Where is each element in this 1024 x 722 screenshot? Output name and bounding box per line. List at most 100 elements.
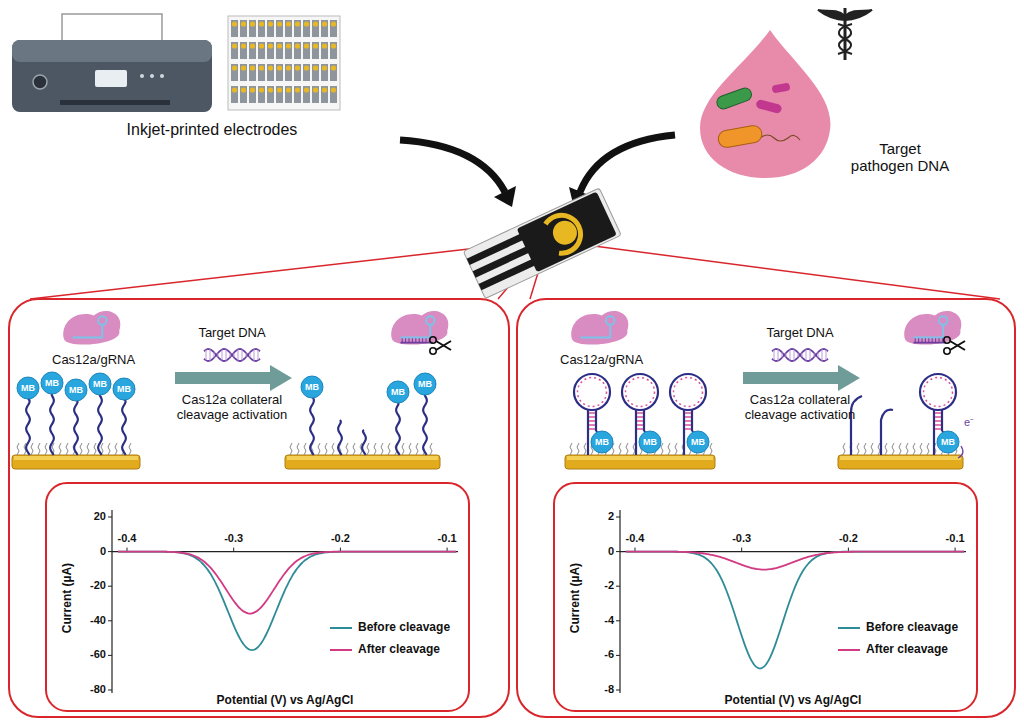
legend-label: Before cleavage	[358, 621, 450, 635]
y-tick	[108, 586, 112, 587]
mini-electrode	[267, 86, 274, 103]
dna-rung	[222, 350, 223, 361]
tag-label: MB	[413, 378, 437, 391]
spacer-molecule	[332, 443, 334, 455]
base-pair	[935, 412, 941, 414]
cleaved-hairpin	[851, 396, 862, 455]
dna-rung	[234, 353, 235, 358]
y-axis	[619, 510, 620, 693]
mini-electrode	[330, 42, 337, 59]
printer-button	[33, 75, 47, 89]
printer-slot	[60, 100, 170, 105]
tick-label: -40	[72, 614, 106, 627]
mini-electrode-pad	[277, 65, 282, 70]
base-pair	[935, 416, 941, 418]
dna-rung	[818, 352, 819, 357]
mini-electrode-pad	[295, 21, 300, 26]
spacer-molecule	[388, 443, 390, 455]
spacer-molecule	[325, 443, 327, 455]
chip-substrate	[463, 188, 621, 299]
gold-electrode	[565, 455, 715, 469]
cas12a-protein	[63, 311, 120, 345]
dna-rung	[786, 353, 787, 357]
dna-rung	[214, 352, 215, 357]
mini-electrode-pad	[295, 43, 300, 48]
spacer-molecule	[115, 443, 117, 455]
mini-electrode-pad	[232, 21, 237, 26]
spacer-molecule	[584, 443, 586, 455]
scissor-blade	[950, 341, 965, 350]
legend-line-sample	[838, 627, 860, 629]
base-pair	[685, 420, 691, 422]
mini-electrode-pad	[277, 43, 282, 48]
spacer-molecule	[906, 443, 908, 455]
mini-electrode-pad	[241, 21, 246, 26]
hairpin-stem	[587, 410, 589, 456]
mini-electrode-pad	[241, 65, 246, 70]
mini-electrode	[267, 20, 274, 37]
spacer-molecule	[367, 443, 369, 455]
mini-electrode-pad	[241, 87, 246, 92]
legend-line-sample	[330, 649, 352, 651]
spacer-molecule	[416, 443, 418, 455]
guide-rna	[581, 325, 611, 338]
gold-electrode	[12, 455, 140, 469]
voltammogram-curve	[118, 552, 456, 614]
mini-electrode-pad	[250, 43, 255, 48]
mini-electrode-pad	[313, 21, 318, 26]
mini-electrode	[231, 42, 238, 59]
hairpin-stem	[941, 410, 943, 432]
scissor-blade	[436, 341, 451, 350]
dna-rung	[210, 349, 211, 360]
axis-title: Potential (V) vs Ag/AgCl	[145, 694, 425, 708]
tag-label: MB	[638, 436, 662, 449]
spacer-molecule	[381, 443, 383, 455]
base-pair	[402, 338, 403, 342]
mini-electrode-pad	[250, 87, 255, 92]
spacer-molecule	[87, 443, 89, 455]
caduceus-symbol	[818, 8, 872, 60]
cas12a-body	[63, 311, 120, 345]
dna-rung	[242, 350, 243, 361]
legend-label: After cleavage	[866, 643, 948, 657]
spacer-molecule	[66, 443, 68, 455]
x-tick	[741, 548, 742, 552]
tick-label: -0.1	[427, 532, 467, 545]
mini-electrode	[321, 64, 328, 81]
mini-electrode	[321, 42, 328, 59]
cas12a-protein	[904, 311, 961, 345]
spacer-molecule	[430, 443, 432, 455]
y-tick	[108, 620, 112, 621]
dna-rung	[790, 350, 791, 361]
voltammogram-curve	[626, 552, 964, 570]
base-pair	[419, 338, 420, 342]
tag-label: MB	[112, 383, 136, 396]
tick-label: -4	[580, 614, 614, 627]
base-pair	[685, 412, 691, 414]
methylene-blue-tag	[937, 431, 959, 453]
dna-rung	[826, 350, 827, 361]
y-tick	[616, 620, 620, 621]
legend-label: Before cleavage	[866, 621, 958, 635]
spacer-molecule	[710, 443, 712, 455]
spacer-molecule	[346, 443, 348, 455]
voltammogram-curve	[626, 552, 964, 669]
dna-rung	[218, 353, 219, 357]
base-pair	[415, 338, 416, 342]
dna-reporter-strand	[338, 420, 342, 455]
spacer-molecule	[17, 443, 19, 455]
tag-label: MB	[88, 378, 112, 391]
dna-rung	[238, 349, 239, 360]
dna-rung	[814, 353, 815, 357]
flagellum	[760, 135, 800, 141]
y-tick	[108, 690, 112, 691]
mini-electrode	[276, 86, 283, 103]
tag-label: MB	[64, 384, 88, 397]
mini-electrode	[240, 20, 247, 37]
dna-rung	[810, 350, 811, 361]
mini-electrode-pad	[250, 65, 255, 70]
guide-rna-loop	[98, 316, 107, 325]
cas12a-protein	[391, 311, 448, 345]
printer-body	[12, 40, 212, 112]
mini-electrode-pad	[313, 43, 318, 48]
